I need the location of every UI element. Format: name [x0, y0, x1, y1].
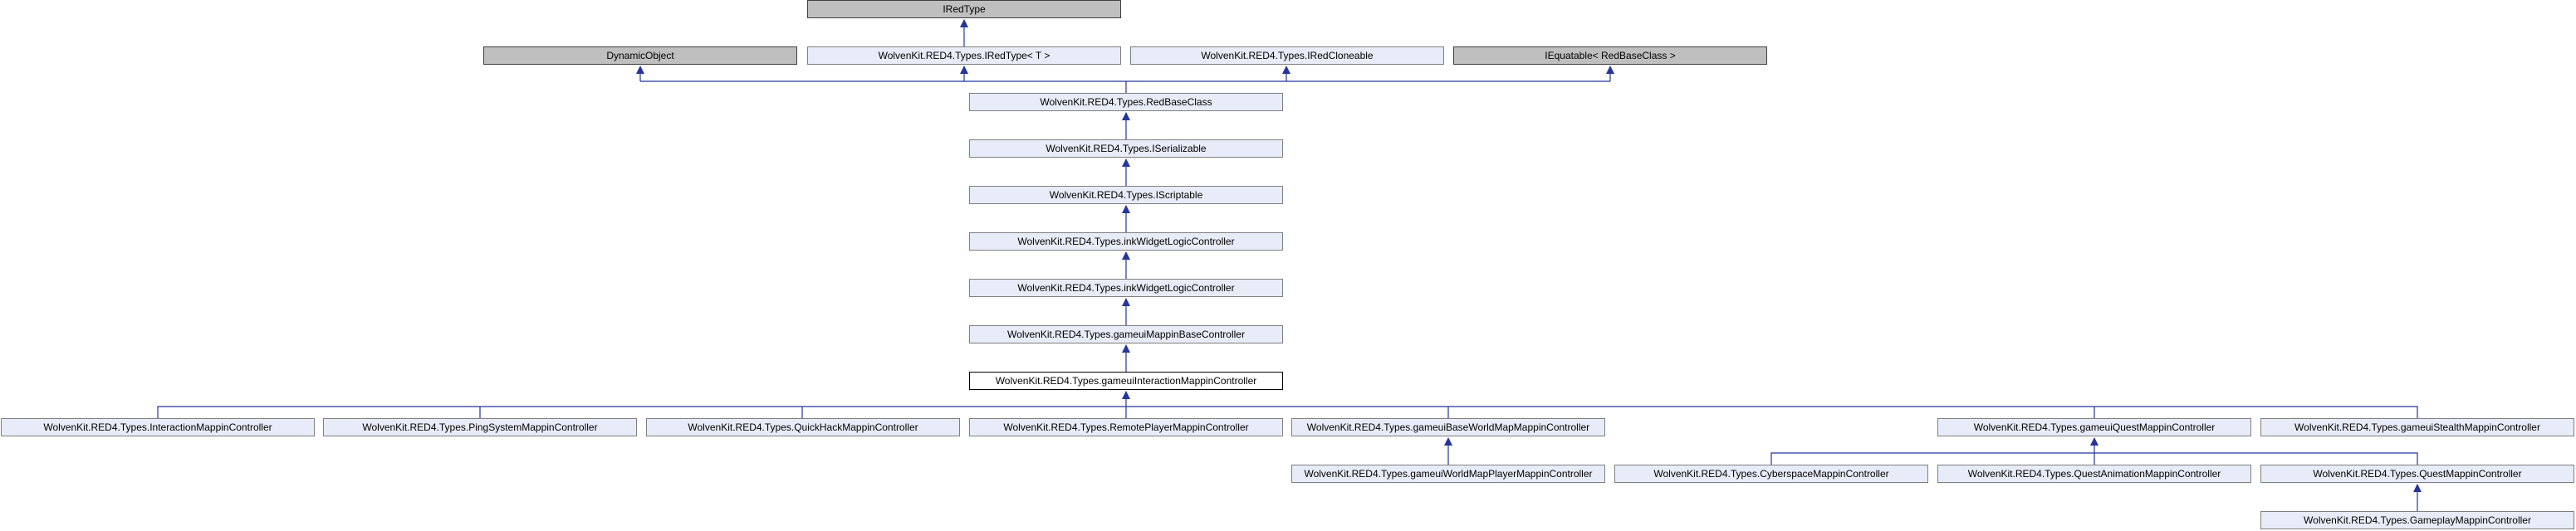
node-iscriptable[interactable]: WolvenKit.RED4.Types.IScriptable	[969, 186, 1283, 204]
edge-children-bus	[157, 406, 2418, 418]
node-inkwidgetlogiccontroller-1[interactable]: WolvenKit.RED4.Types.inkWidgetLogicContr…	[969, 232, 1283, 251]
node-pingsystemmappincontroller[interactable]: WolvenKit.RED4.Types.PingSystemMappinCon…	[323, 418, 637, 436]
node-questmappincontroller[interactable]: WolvenKit.RED4.Types.QuestMappinControll…	[2260, 465, 2574, 483]
node-quickhackmappincontroller[interactable]: WolvenKit.RED4.Types.QuickHackMappinCont…	[646, 418, 960, 436]
node-iserializable[interactable]: WolvenKit.RED4.Types.ISerializable	[969, 139, 1283, 158]
node-gameplaymappincontroller[interactable]: WolvenKit.RED4.Types.GameplayMappinContr…	[2260, 511, 2574, 529]
node-gameuimappinbasecontroller[interactable]: WolvenKit.RED4.Types.gameuiMappinBaseCon…	[969, 325, 1283, 343]
node-questanimationmappincontroller[interactable]: WolvenKit.RED4.Types.QuestAnimationMappi…	[1937, 465, 2251, 483]
node-iredtype-t[interactable]: WolvenKit.RED4.Types.IRedType< T >	[807, 46, 1121, 65]
node-gameuistealthmappincontroller[interactable]: WolvenKit.RED4.Types.gameuiStealthMappin…	[2260, 418, 2574, 436]
node-remoteplayermappincontroller[interactable]: WolvenKit.RED4.Types.RemotePlayerMappinC…	[969, 418, 1283, 436]
node-gameuibaseworldmapmappincontroller[interactable]: WolvenKit.RED4.Types.gameuiBaseWorldMapM…	[1291, 418, 1605, 436]
node-gameuiinteractionmappincontroller[interactable]: WolvenKit.RED4.Types.gameuiInteractionMa…	[969, 372, 1283, 390]
node-redbaseclass[interactable]: WolvenKit.RED4.Types.RedBaseClass	[969, 93, 1283, 111]
node-dynamicobject[interactable]: DynamicObject	[483, 46, 797, 65]
node-iequatable[interactable]: IEquatable< RedBaseClass >	[1453, 46, 1767, 65]
edge-quest-children-bus	[1770, 452, 2418, 465]
node-iredtype[interactable]: IRedType	[807, 0, 1121, 18]
edge-redbaseclass-to-parents	[640, 80, 1610, 93]
node-iredcloneable[interactable]: WolvenKit.RED4.Types.IRedCloneable	[1130, 46, 1444, 65]
node-cyberspacemappincontroller[interactable]: WolvenKit.RED4.Types.CyberspaceMappinCon…	[1614, 465, 1928, 483]
node-interactionmappincontroller[interactable]: WolvenKit.RED4.Types.InteractionMappinCo…	[1, 418, 315, 436]
node-gameuiquestmappincontroller[interactable]: WolvenKit.RED4.Types.gameuiQuestMappinCo…	[1937, 418, 2251, 436]
node-gameuiworldmapplayermappincontroller[interactable]: WolvenKit.RED4.Types.gameuiWorldMapPlaye…	[1291, 465, 1605, 483]
node-inkwidgetlogiccontroller-2[interactable]: WolvenKit.RED4.Types.inkWidgetLogicContr…	[969, 279, 1283, 297]
